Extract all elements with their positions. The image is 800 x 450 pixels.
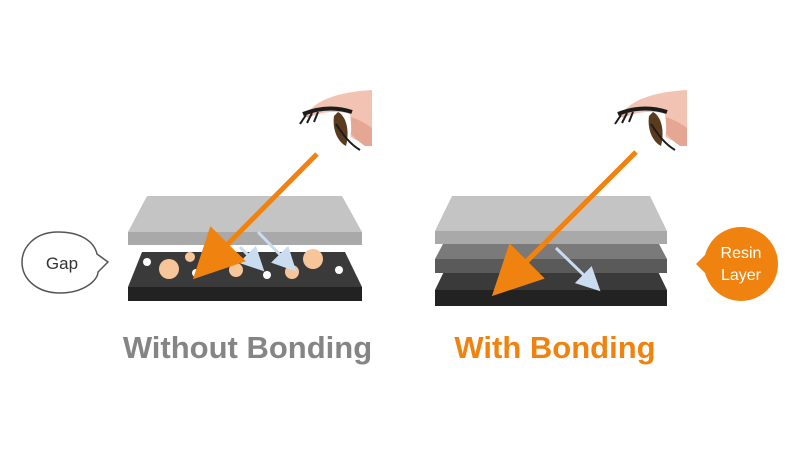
light-ray-arrow-right [491, 150, 638, 297]
eye-icon [299, 90, 372, 151]
gap-label: Gap [46, 254, 78, 273]
without-bonding-illustration: Gap [21, 90, 372, 301]
speech-bubble-icon [696, 254, 706, 274]
resin-label-line1: Resin [721, 245, 762, 262]
resin-layer-callout: Resin Layer [696, 227, 778, 301]
reflection-arrow-right [554, 246, 601, 292]
resin-label-line2: Layer [721, 267, 762, 284]
light-ray-arrow-left [192, 152, 319, 280]
eye-icon [614, 90, 687, 151]
with-bonding-illustration: Resin Layer [435, 90, 778, 306]
with-bonding-caption: With Bonding [454, 330, 656, 365]
without-bonding-caption: Without Bonding [122, 330, 373, 365]
gap-callout: Gap [21, 231, 110, 294]
cover-glass-left [128, 196, 362, 245]
speech-bubble-icon [21, 231, 110, 294]
